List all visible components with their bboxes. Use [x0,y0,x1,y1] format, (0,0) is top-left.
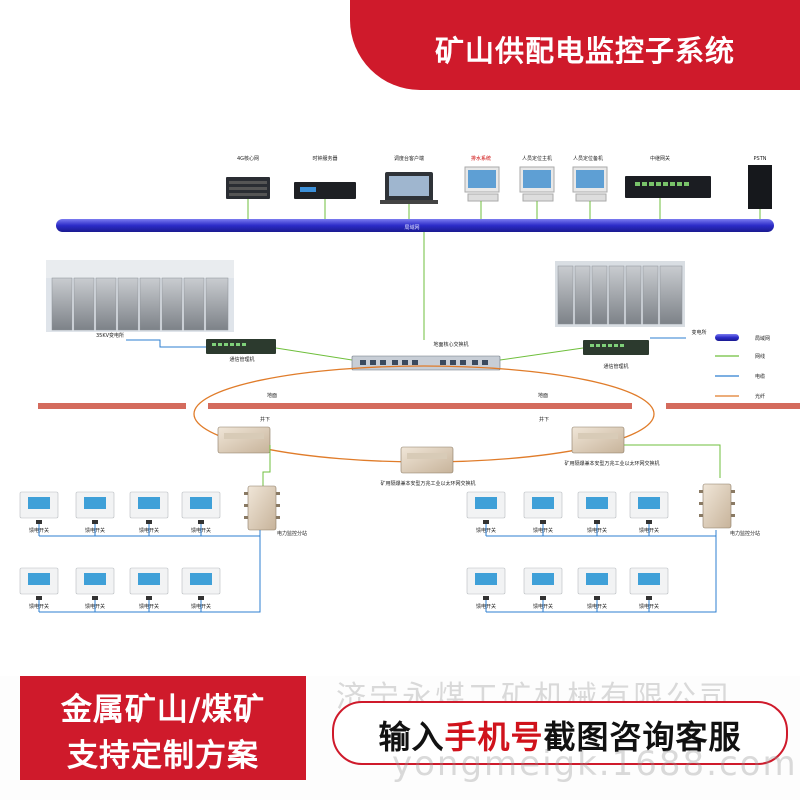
relay-gateway: 中继网关 [625,155,711,198]
legend-label-2: 电缆 [755,373,765,380]
feeder-switch: 馈电开关 [523,491,563,534]
lan-bus-label: 局域网 [404,224,419,231]
network-diagram: 4G核心网 时钟服务器 调度台客户端 排水系统 [19,155,800,613]
substation-photo-left: 35KV变电所 [46,260,234,339]
substation-photo-right: 变电所 [555,261,707,336]
pc-positioning-backup: 人员定位备机 [572,155,608,202]
server-drops [247,198,761,219]
promo-left-line2: 支持定制方案 [67,738,259,774]
pc-drainage: 排水系统 [464,155,500,202]
core-network-server: 4G核心网 [226,155,270,199]
clock-server: 时钟服务器 [294,155,356,199]
pstn-tower: PSTN [748,156,772,209]
ring-switch-right-label: 矿用隔爆兼本安型万兆工业以太环网交换机 [564,460,659,467]
legend-bus-swatch [715,334,739,341]
monitor-station-left: 电力监控分站 [244,485,307,537]
lan-bus: 局域网 [56,219,774,232]
underground-right-label: 井下 [539,416,549,423]
manager-core-links [275,347,584,361]
dispatch-console: 调度台客户端 [380,155,438,204]
surface-left-label: 地面 [267,392,277,399]
feeder-bus [39,530,261,613]
promo-right-highlight: 手机号 [444,718,544,756]
substation-right-label: 变电所 [691,329,706,336]
ring-switch-left [217,426,271,454]
server-label-3: 排水系统 [471,155,491,162]
feeder-cables [38,524,717,613]
server-label-4: 人员定位主机 [522,155,552,162]
comm-manager-left-label: 通信管理机 [229,356,254,363]
promo-right-post: 截图咨询客服 [543,718,742,756]
core-switch-label: 地面核心交换机 [433,341,468,348]
underground-left-label: 井下 [260,416,270,423]
title-banner [350,0,800,90]
promo-left-box: 金属矿山/煤矿 支持定制方案 [20,676,306,780]
promo-right-pre: 输入 [378,718,445,756]
server-label-2: 调度台客户端 [394,155,424,162]
station-left-label: 电力监控分站 [277,530,307,537]
feeder-switch-group: 馈电开关馈电开关馈电开关馈电开关馈电开关馈电开关馈电开关馈电开关馈电开关馈电开关… [19,491,669,610]
feeder-bus [486,530,717,613]
server-label-0: 4G核心网 [237,155,259,162]
legend-label-0: 局域网 [755,335,770,342]
substation-left-label: 35KV变电所 [96,332,124,339]
pc-positioning-main: 人员定位主机 [519,155,555,202]
comm-manager-right-label: 通信管理机 [603,363,628,370]
server-label-6: 中继网关 [650,155,670,162]
promo-right-box [332,701,788,765]
ring-switch-center: 矿用隔爆兼本安型万兆工业以太环网交换机 [380,446,476,487]
ring-station-links [262,444,721,488]
feeder-switch: 馈电开关 [466,567,506,610]
promo-left-line1: 金属矿山/煤矿 [60,692,266,728]
ring-switch-center-label: 矿用隔爆兼本安型万兆工业以太环网交换机 [380,480,475,487]
surface-right-label: 地面 [538,392,548,399]
comm-manager-right: 通信管理机 [583,340,649,370]
substation-links [126,337,686,348]
server-row: 4G核心网 时钟服务器 调度台客户端 排水系统 [226,155,772,209]
station-right-label: 电力监控分站 [730,530,760,537]
promo-right-text: 输入手机号截图咨询客服 [340,712,780,758]
legend-label-3: 光纤 [755,393,765,400]
server-label-1: 时钟服务器 [312,155,337,162]
feeder-switch: 馈电开关 [19,567,59,610]
ring-switch-right: 矿用隔爆兼本安型万兆工业以太环网交换机 [564,426,660,467]
legend: 局域网 网线 电缆 光纤 [715,334,770,400]
page-title: 矿山供配电监控子系统 [434,34,735,68]
monitor-station-right: 电力监控分站 [699,483,760,537]
server-label-7: PSTN [754,156,767,162]
server-label-5: 人员定位备机 [573,155,603,162]
ground-line [38,403,800,409]
legend-label-1: 网线 [755,353,765,360]
watermark-url: yongmeigk.1688.com [392,744,798,784]
comm-manager-left: 通信管理机 [206,339,276,363]
